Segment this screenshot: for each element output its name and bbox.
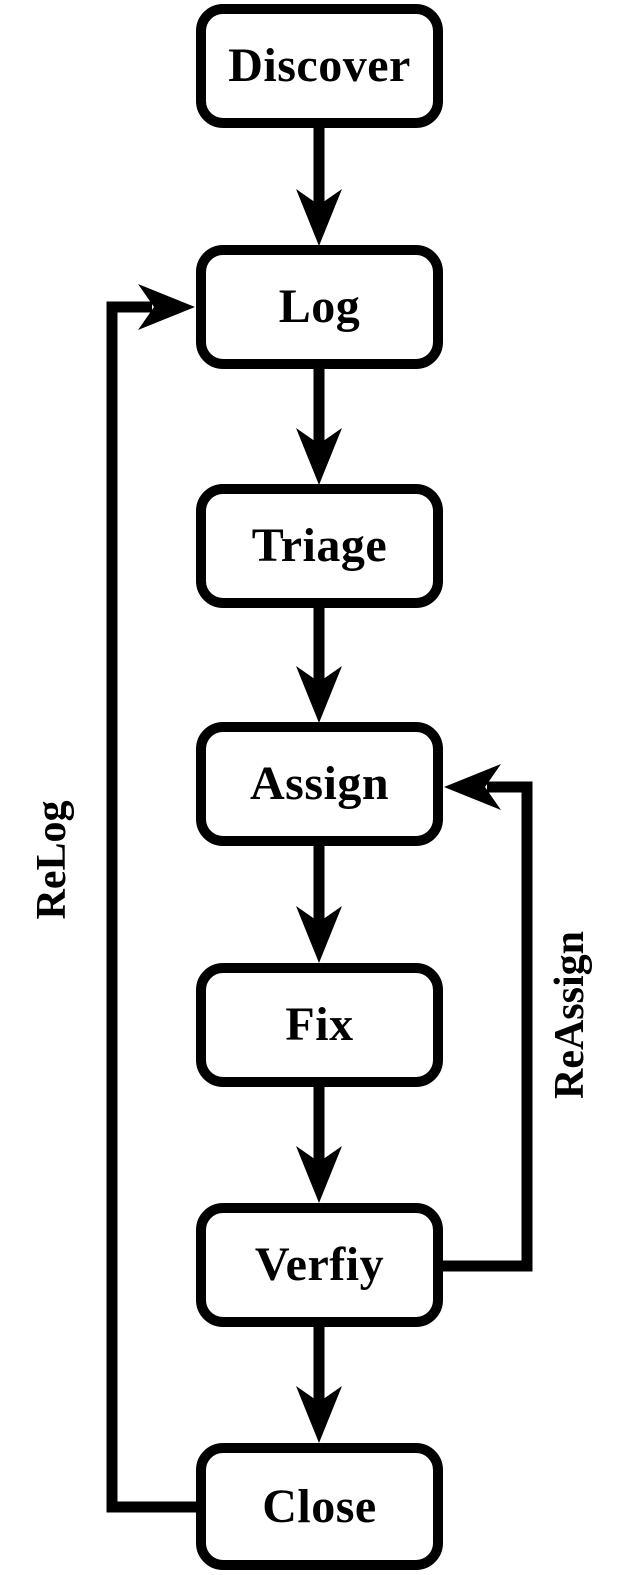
arrowhead-fix-to-verify (296, 1146, 342, 1203)
edge-relog-line (106, 301, 197, 1513)
node-discover-label: Discover (228, 39, 411, 92)
arrowhead-discover-to-log (296, 189, 342, 246)
node-assign-label: Assign (249, 757, 390, 810)
node-assign: Assign (196, 722, 443, 846)
arrowhead-assign-to-fix (296, 906, 342, 963)
node-triage-label: Triage (251, 519, 388, 572)
node-fix: Fix (196, 963, 443, 1087)
arrowhead-verify-to-close (296, 1386, 342, 1443)
node-close: Close (196, 1443, 443, 1570)
node-close-label: Close (262, 1479, 377, 1533)
node-fix-label: Fix (285, 998, 354, 1051)
edge-reassign-line (442, 781, 533, 1272)
node-log-label: Log (278, 280, 361, 333)
edge-label-relog: ReLog (29, 800, 75, 920)
node-verify: Verfiy (196, 1203, 443, 1327)
edge-label-reassign: ReAssign (547, 930, 593, 1100)
node-verify-label: Verfiy (254, 1238, 385, 1291)
arrowhead-relog (138, 284, 195, 330)
node-triage: Triage (196, 484, 443, 608)
node-log: Log (196, 245, 443, 369)
arrowhead-log-to-triage (296, 428, 342, 485)
node-discover: Discover (196, 4, 443, 128)
arrowhead-reassign (444, 764, 501, 810)
arrowhead-triage-to-assign (296, 666, 342, 723)
